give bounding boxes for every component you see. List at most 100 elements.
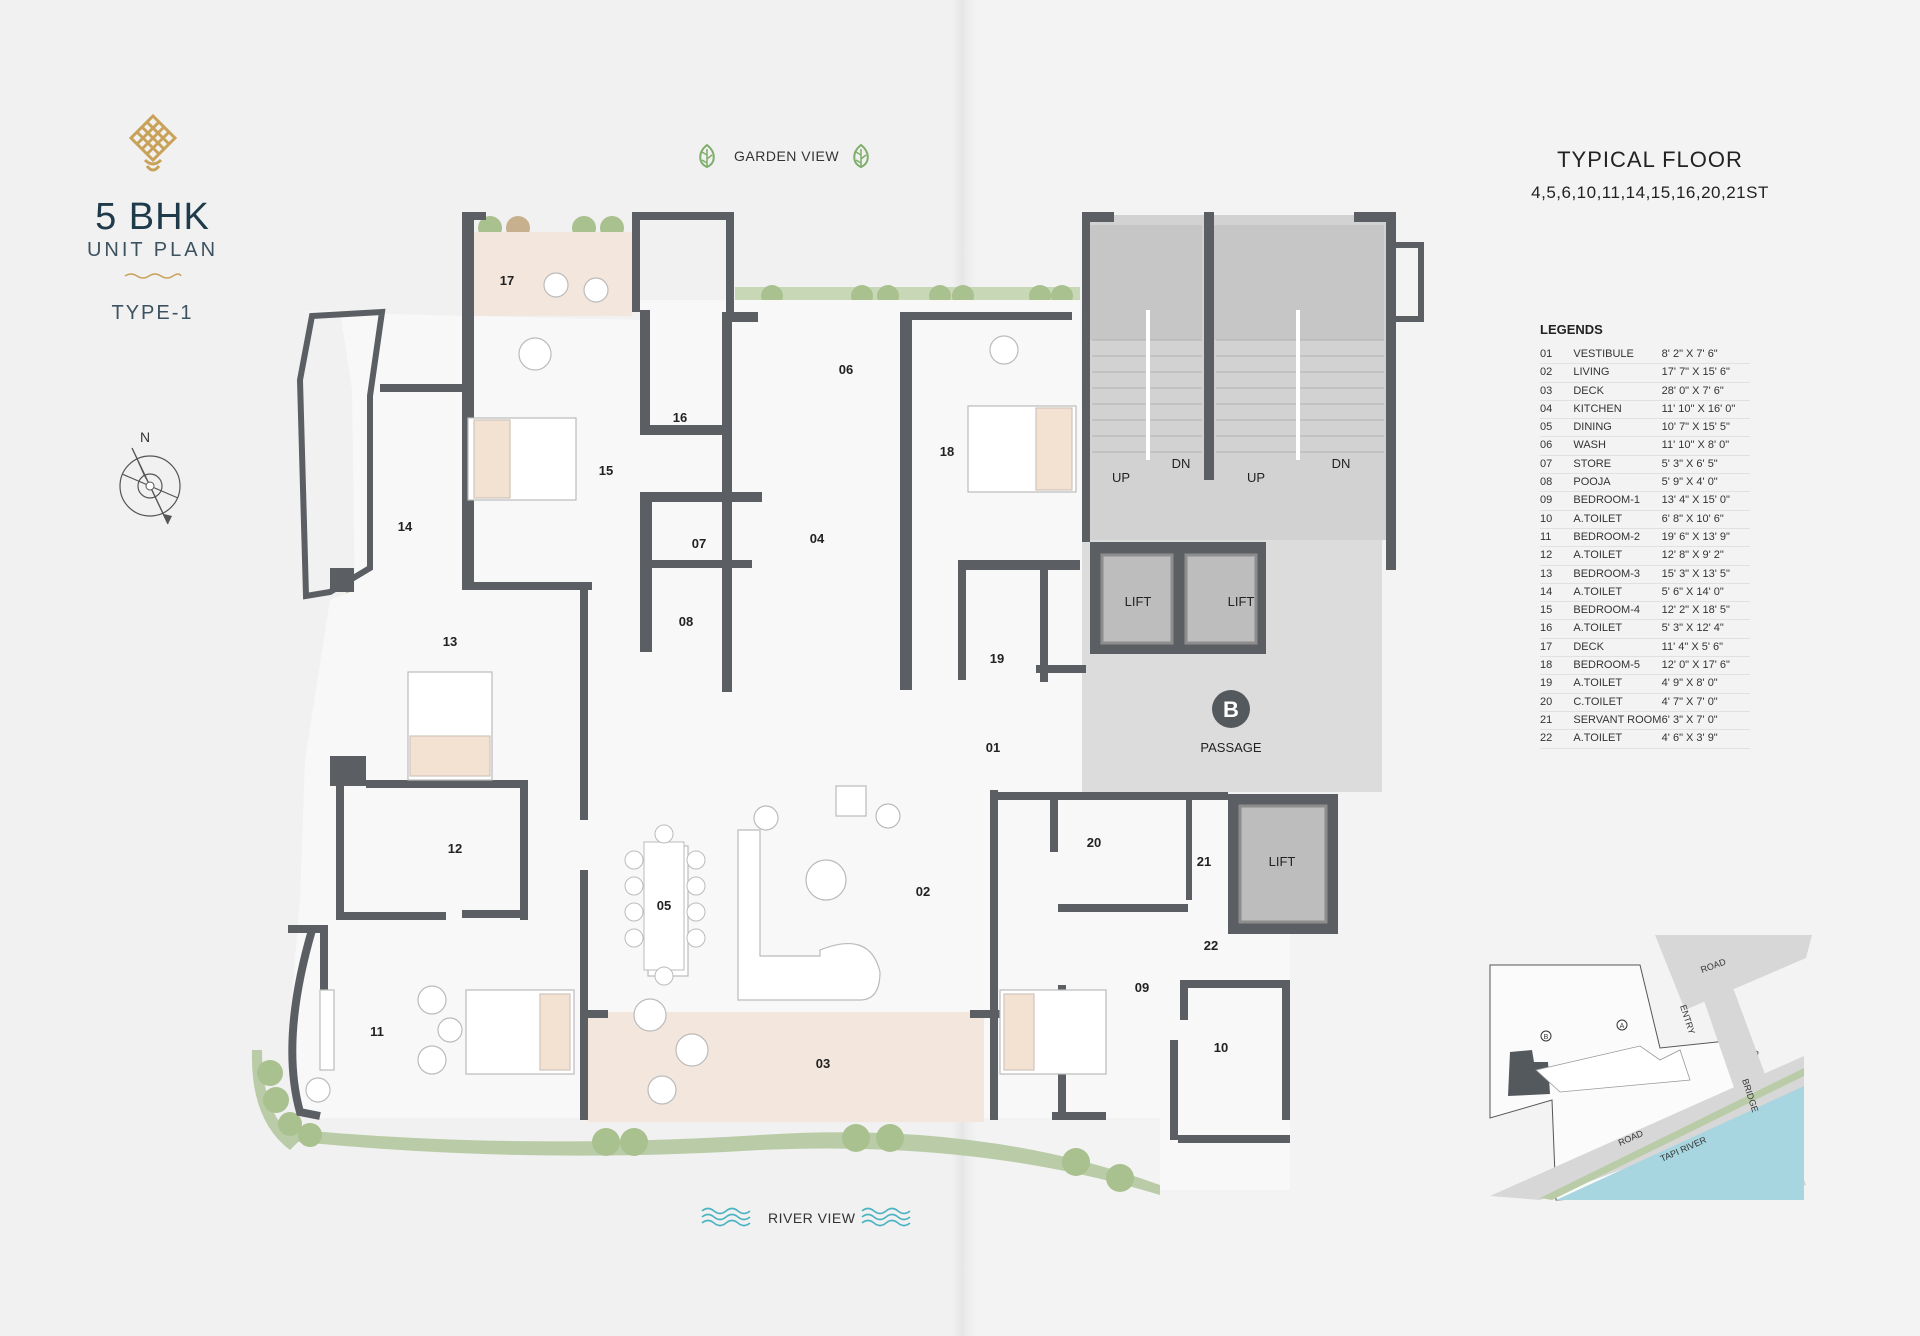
service-core <box>1082 215 1392 934</box>
room-label-02: 02 <box>916 884 930 899</box>
legend-row: 10 A.TOILET 6' 8" X 10' 6" <box>1540 511 1750 529</box>
legend-row: 04 KITCHEN 11' 10" X 16' 0" <box>1540 401 1750 420</box>
room-label-08: 08 <box>679 614 693 629</box>
legend-dimension: 6' 8" X 10' 6" <box>1661 512 1724 525</box>
lift-label: LIFT <box>1228 594 1255 609</box>
room-label-03: 03 <box>816 1056 830 1071</box>
legend-room-name: KITCHEN <box>1573 402 1622 415</box>
legend-dimension: 12' 0" X 17' 6" <box>1661 659 1730 672</box>
legend-number: 13 <box>1540 567 1553 580</box>
legend-dimension: 17' 7" X 15' 6" <box>1661 366 1730 379</box>
legend-room-name: A.TOILET <box>1573 585 1623 598</box>
legend-room-name: BEDROOM-4 <box>1573 604 1640 617</box>
legends-title: LEGENDS <box>1540 322 1603 337</box>
key-plan-marker-b <box>1540 1030 1552 1042</box>
legend-dimension: 6' 3" X 7' 0" <box>1661 713 1718 726</box>
legend-number: 21 <box>1540 713 1553 726</box>
room-labels: 01 02 03 04 05 06 07 08 09 10 11 12 13 1… <box>370 273 1228 1071</box>
legend-room-name: BEDROOM-2 <box>1573 530 1640 543</box>
legend-room-name: DECK <box>1573 640 1604 653</box>
legend-room-name: BEDROOM-1 <box>1573 494 1640 507</box>
legend-dimension: 11' 10" X 16' 0" <box>1661 402 1736 415</box>
room-label-17: 17 <box>500 273 514 288</box>
room-label-07: 07 <box>692 536 706 551</box>
room-label-09: 09 <box>1135 980 1149 995</box>
floor-title: TYPICAL FLOOR <box>1557 147 1743 172</box>
room-label-16: 16 <box>673 410 687 425</box>
stair-up-label: UP <box>1247 470 1265 485</box>
legend-number: 11 <box>1540 530 1552 543</box>
legend-number: 09 <box>1540 494 1553 507</box>
room-label-21: 21 <box>1197 854 1211 869</box>
room-label-19: 19 <box>990 651 1004 666</box>
key-plan-marker-b-label: B <box>1544 1034 1549 1041</box>
legend-dimension: 10' 7" X 15' 5" <box>1661 421 1730 434</box>
room-label-18: 18 <box>940 444 954 459</box>
legend-number: 16 <box>1540 622 1553 635</box>
room-label-20: 20 <box>1087 835 1101 850</box>
legend-dimension: 12' 8" X 9' 2" <box>1661 549 1724 562</box>
type-label: TYPE-1 <box>111 302 194 324</box>
legend-room-name: POOJA <box>1573 476 1611 489</box>
legend-room-name: VESTIBULE <box>1573 348 1634 360</box>
lift-label: LIFT <box>1125 594 1152 609</box>
legend-number: 06 <box>1540 439 1553 452</box>
legend-number: 02 <box>1540 366 1553 379</box>
legend-number: 04 <box>1540 402 1553 415</box>
room-label-11: 11 <box>370 1024 384 1039</box>
legend-room-name: SERVANT ROOM <box>1573 713 1662 726</box>
room-label-06: 06 <box>839 362 853 377</box>
passage-label: PASSAGE <box>1200 740 1262 755</box>
legend-room-name: DINING <box>1573 421 1612 434</box>
water-waves-icon <box>861 1207 911 1227</box>
legend-room-name: A.TOILET <box>1573 549 1623 562</box>
legend-number: 12 <box>1540 549 1553 562</box>
stair-up-label: UP <box>1112 470 1130 485</box>
water-waves-icon <box>701 1207 751 1227</box>
room-label-10: 10 <box>1214 1040 1228 1055</box>
room-label-05: 05 <box>657 898 671 913</box>
river-view-label: RIVER VIEW <box>768 1210 856 1226</box>
tree-icon <box>853 143 869 169</box>
room-label-15: 15 <box>599 463 613 478</box>
room-label-22: 22 <box>1204 938 1218 953</box>
legend-number: 10 <box>1540 512 1553 525</box>
gold-squiggle-divider <box>124 273 182 279</box>
legend-room-name: A.TOILET <box>1573 622 1623 635</box>
legend-number: 18 <box>1540 659 1553 672</box>
legend-number: 14 <box>1540 585 1553 598</box>
key-plan-marker-a-label: A <box>1620 1023 1625 1030</box>
legend-dimension: 4' 6" X 3' 9" <box>1661 732 1718 745</box>
legend-dimension: 28' 0" X 7' 6" <box>1661 384 1724 397</box>
legend-dimension: 11' 10" X 8' 0" <box>1661 439 1730 452</box>
room-label-04: 04 <box>810 531 825 546</box>
legend-row: 12 A.TOILET 12' 8" X 9' 2" <box>1540 547 1750 566</box>
room-label-14: 14 <box>398 519 413 534</box>
legend-room-name: A.TOILET <box>1573 512 1623 525</box>
legend-number: 03 <box>1540 384 1553 397</box>
legend-dimension: 5' 6" X 14' 0" <box>1661 585 1724 598</box>
legend-dimension: 12' 2" X 18' 5" <box>1661 604 1730 617</box>
legend-dimension: 19' 6" X 13' 9" <box>1661 530 1730 543</box>
north-compass-icon: N <box>119 429 181 525</box>
legend-room-name: WASH <box>1573 439 1606 452</box>
legend-dimension: 4' 9" X 8' 0" <box>1661 677 1718 690</box>
legend-dimension: 15' 3" X 13' 5" <box>1661 567 1730 580</box>
floor-list: 4,5,6,10,11,14,15,16,20,21ST <box>1531 183 1769 202</box>
key-plan-entry: ENTRY <box>1678 1004 1697 1036</box>
